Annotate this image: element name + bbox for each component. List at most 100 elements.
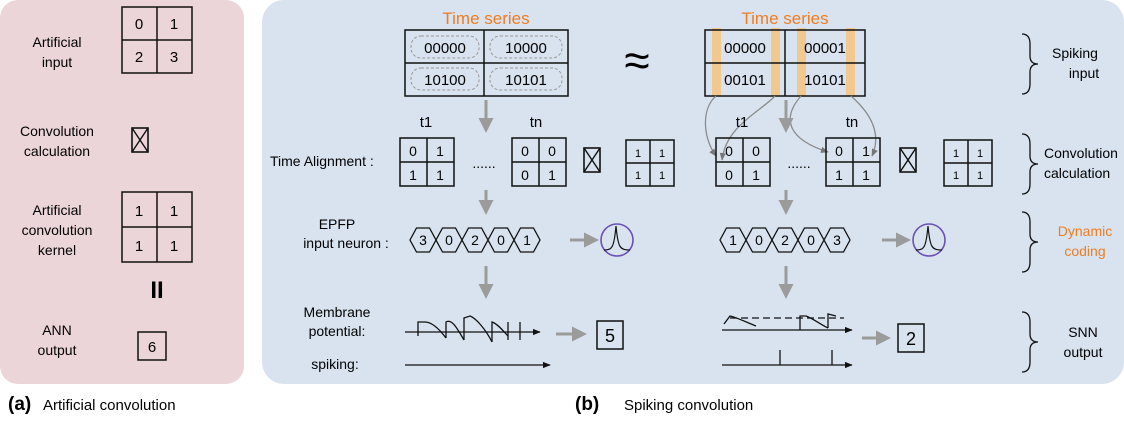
right-output-box	[897, 323, 925, 353]
left-membrane-trace	[405, 315, 541, 343]
epfp-value: 2	[781, 232, 789, 248]
brace-label-snn-line1: SNN	[1068, 324, 1098, 340]
epfp-value: 0	[755, 232, 763, 248]
left-t1-grid: 0 1 1 1	[399, 137, 455, 187]
convolution-operator-icon	[583, 147, 601, 173]
grid-cell: 1	[862, 167, 870, 183]
ann-output-box	[137, 331, 167, 361]
grid-cell: 0	[409, 143, 417, 159]
kernel-label-line2: convolution	[22, 222, 93, 238]
right-membrane-trace	[722, 313, 853, 334]
braces	[1021, 33, 1039, 373]
kernel-cell: 1	[659, 148, 665, 160]
epfp-value: 2	[471, 232, 479, 248]
series-cell: 00000	[424, 40, 466, 57]
right-time-series-grid: 00000 00001 00101 10101	[704, 28, 866, 97]
ann-output-label-line2: output	[38, 342, 77, 358]
input-grid: 0 1 2 3	[121, 6, 193, 74]
left-tn-grid: 0 0 0 1	[511, 137, 567, 187]
epfp-label-line2: input neuron :	[303, 235, 389, 251]
brace-label-dynamic-line1: Dynamic	[1058, 223, 1112, 239]
approx-symbol: ≈	[624, 34, 649, 86]
epfp-value: 0	[445, 232, 453, 248]
kernel-cell: 1	[170, 238, 178, 255]
right-t1-grid: 0 0 0 1	[715, 137, 771, 187]
artificial-input-label-line2: input	[42, 54, 72, 70]
highlight-bar	[846, 28, 855, 96]
tn-label-left: tn	[530, 114, 543, 131]
series-cell: 00001	[804, 40, 846, 57]
kernel-cell: 1	[659, 170, 665, 182]
ellipsis-right: ......	[787, 155, 810, 171]
grid-cell: 1	[436, 167, 444, 183]
grid-cell: 0	[752, 143, 760, 159]
spiking-label: spiking:	[311, 356, 358, 372]
highlight-bar	[712, 28, 721, 96]
equals-sign: II	[150, 277, 163, 304]
brace-label-convolution-line1: Convolution	[1044, 145, 1118, 161]
brace-label-spiking-input-line2: input	[1069, 65, 1099, 81]
tn-label-right: tn	[846, 114, 859, 131]
input-cell: 0	[135, 16, 143, 33]
kernel-cell: 1	[953, 148, 959, 160]
convolution-operator-icon	[899, 147, 917, 173]
left-kernel-grid: 1 1 1 1	[625, 139, 675, 187]
brace-label-dynamic-line2: coding	[1064, 243, 1105, 259]
highlight-bar	[797, 28, 806, 96]
grid-cell: 1	[436, 143, 444, 159]
series-cell: 00101	[724, 72, 766, 89]
t1-label-right: t1	[736, 114, 749, 131]
grid-cell: 1	[862, 143, 870, 159]
ann-output-value: 6	[148, 339, 156, 356]
caption-a-text: Artificial convolution	[43, 397, 176, 414]
epfp-value: 1	[729, 232, 737, 248]
left-output-box	[596, 320, 624, 350]
input-cell: 1	[170, 16, 178, 33]
kernel-cell: 1	[635, 170, 641, 182]
time-alignment-label: Time Alignment :	[270, 153, 374, 169]
input-cell: 3	[170, 49, 178, 66]
grid-cell: 1	[835, 167, 843, 183]
series-cell: 10000	[505, 40, 547, 57]
ann-output-label-line1: ANN	[42, 322, 72, 338]
left-output-value: 5	[605, 326, 615, 346]
kernel-cell: 1	[977, 148, 983, 160]
caption-b-text: Spiking convolution	[624, 397, 753, 414]
brace-label-convolution-line2: calculation	[1044, 165, 1110, 181]
grid-cell: 0	[835, 143, 843, 159]
epfp-value: 3	[419, 232, 427, 248]
right-tn-grid: 0 1 1 1	[825, 137, 881, 187]
brace-label-spiking-input-line1: Spiking	[1052, 45, 1098, 61]
epfp-value: 0	[497, 232, 505, 248]
grid-cell: 0	[725, 143, 733, 159]
kernel-cell: 1	[135, 203, 143, 220]
left-time-series-grid: 00000 10000 10100 10101	[404, 29, 569, 97]
epfp-value: 0	[807, 232, 815, 248]
convolution-operator-icon	[131, 127, 149, 153]
epfp-hexagon	[823, 227, 851, 253]
series-cell: 10101	[505, 72, 547, 89]
grid-cell: 0	[548, 143, 556, 159]
series-cell: 10100	[424, 72, 466, 89]
right-spike-train	[722, 350, 853, 369]
kernel-label-line1: Artificial	[32, 202, 81, 218]
kernel-cell: 1	[135, 238, 143, 255]
highlight-bar	[771, 28, 780, 96]
right-output-value: 2	[906, 329, 916, 349]
time-series-title-right: Time series	[741, 9, 828, 28]
time-series-title-left: Time series	[442, 9, 529, 28]
neuron-icon	[912, 223, 946, 257]
series-cell: 00000	[724, 40, 766, 57]
convolution-label-line1: Convolution	[20, 123, 94, 139]
kernel-cell: 1	[170, 203, 178, 220]
input-cell: 2	[135, 49, 143, 66]
grid-cell: 0	[521, 167, 529, 183]
epfp-hexagon	[513, 227, 541, 253]
series-cell: 10101	[804, 72, 846, 89]
kernel-cell: 1	[635, 148, 641, 160]
ellipsis-left: ......	[472, 155, 495, 171]
caption-b-letter: (b)	[575, 394, 599, 415]
